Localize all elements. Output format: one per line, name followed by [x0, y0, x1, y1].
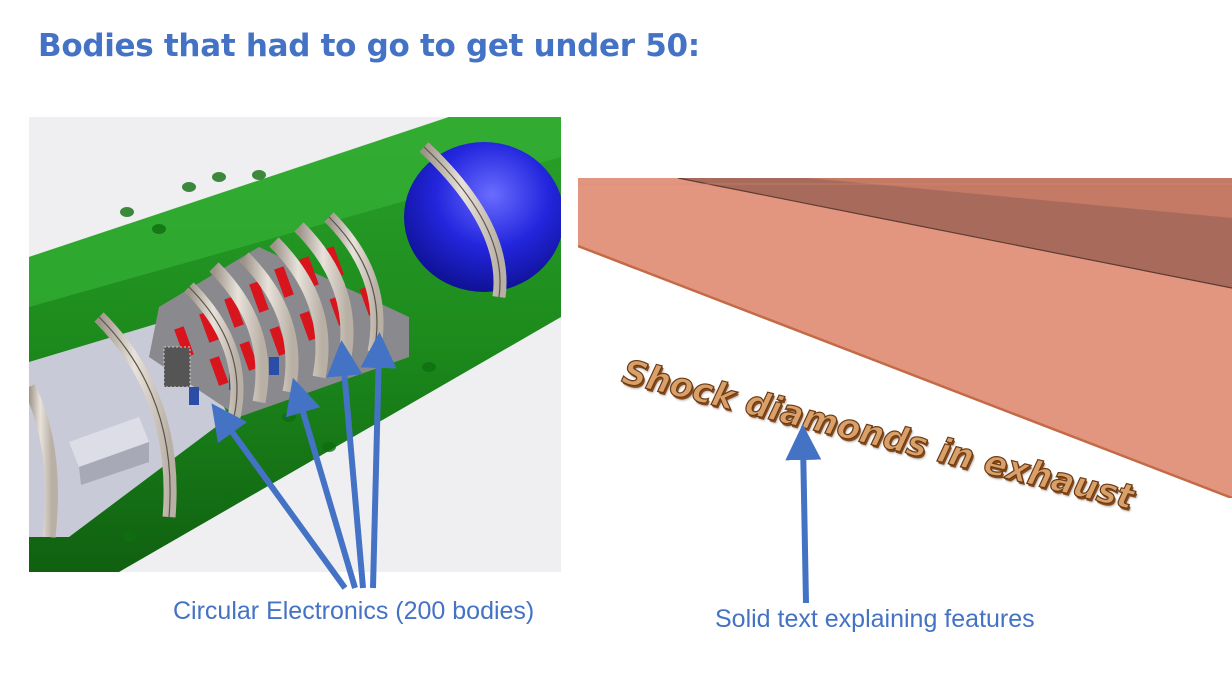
cad-render-plate [578, 178, 1232, 498]
caption-solid-text: Solid text explaining features [715, 605, 1035, 633]
slide-title: Bodies that had to go to get under 50: [38, 28, 700, 64]
caption-circular-electronics: Circular Electronics (200 bodies) [173, 597, 535, 625]
cad-render-electronics [29, 117, 561, 572]
